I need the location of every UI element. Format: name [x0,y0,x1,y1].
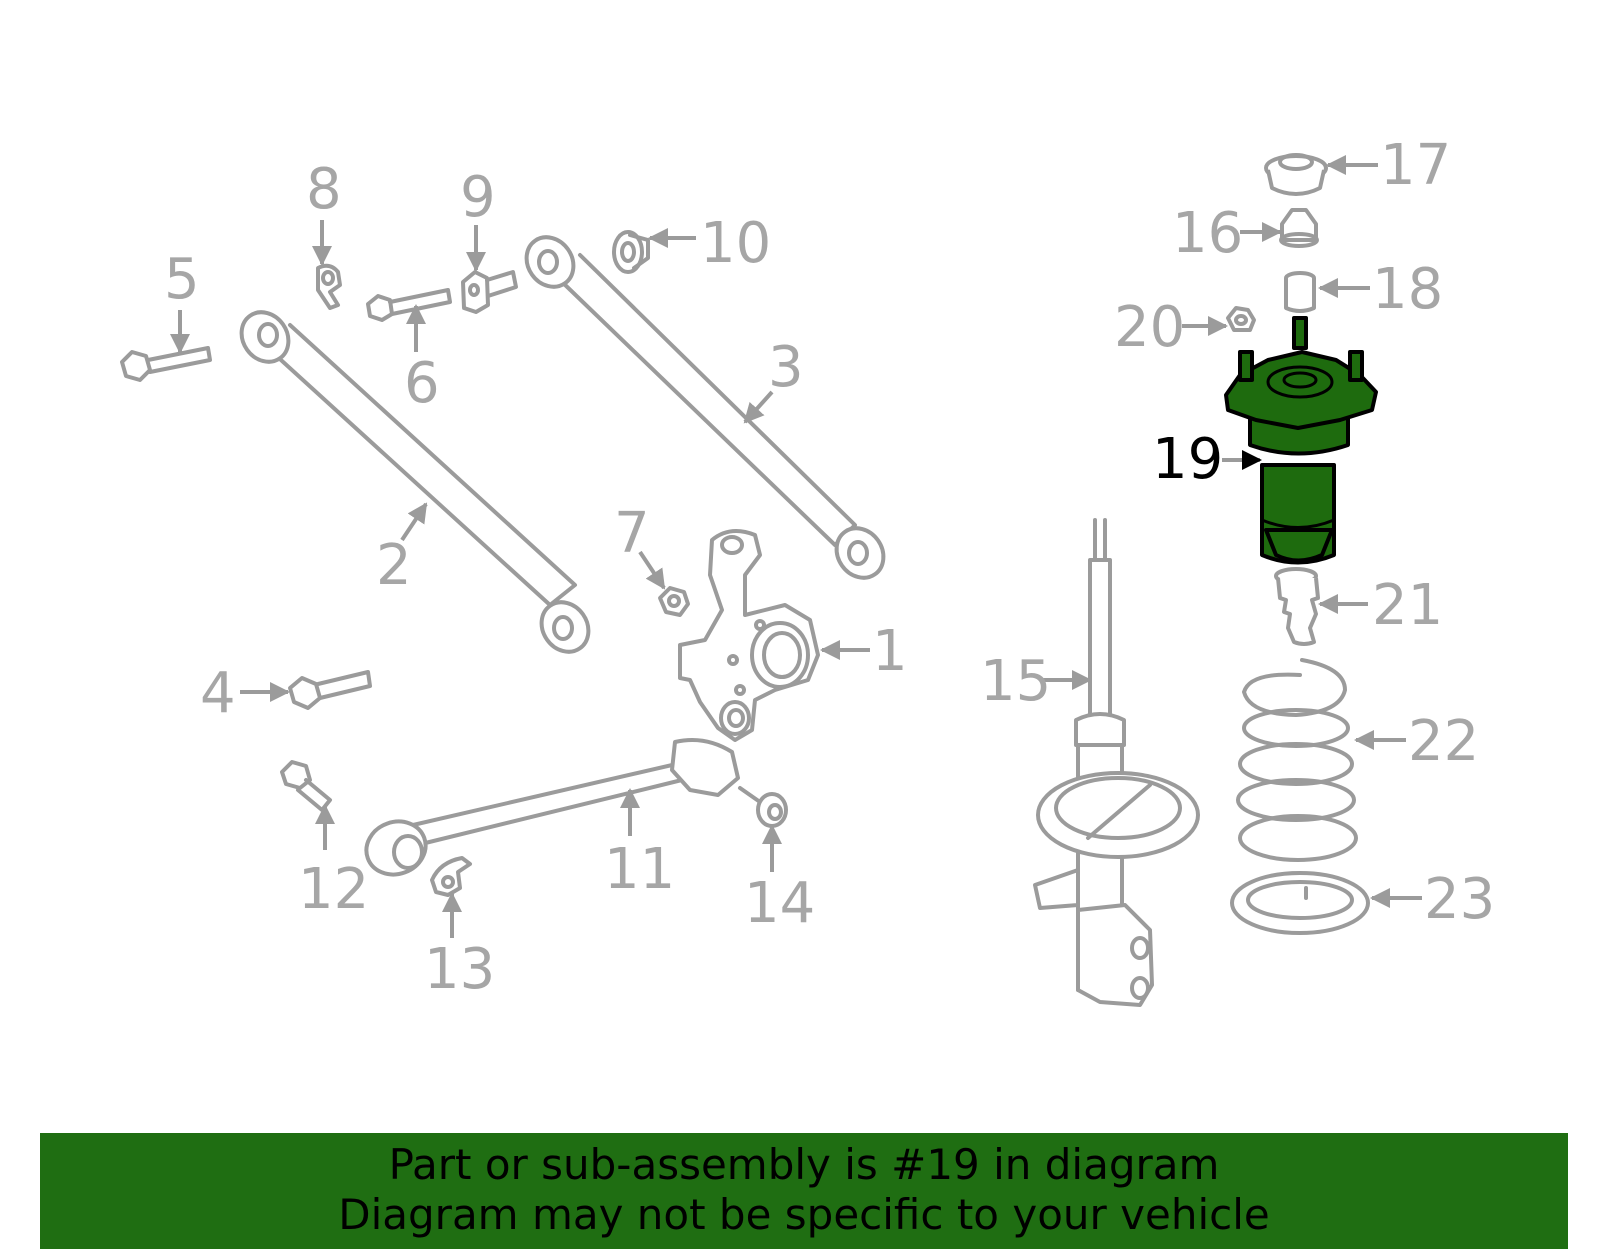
callout-7: 7 [614,501,650,566]
callout-2: 2 [376,533,412,598]
info-banner: Part or sub-assembly is #19 in diagram D… [40,1133,1568,1249]
part-23-insulator[interactable] [1230,871,1370,935]
callout-22: 22 [1408,709,1479,774]
callout-17: 17 [1380,133,1451,198]
part-21-bump-stop[interactable] [1274,567,1320,646]
part-12-bolt[interactable] [280,760,332,812]
callout-6: 6 [404,351,440,416]
part-22-spring[interactable] [1236,658,1358,862]
callout-4: 4 [200,661,236,726]
part-19-strut-mount[interactable] [1224,316,1378,565]
callout-10: 10 [700,211,771,276]
callout-18: 18 [1372,257,1443,322]
callout-19: 19 [1152,427,1223,492]
part-20-nut[interactable] [1226,306,1256,332]
callout-11: 11 [604,837,675,902]
callout-16: 16 [1172,201,1243,266]
part-14-link[interactable] [738,786,788,828]
callout-14: 14 [744,871,815,936]
part-15-strut[interactable] [1033,518,1200,1007]
callout-20: 20 [1114,295,1185,360]
part-3-control-arm[interactable] [517,228,893,587]
callout-3: 3 [768,335,804,400]
callout-labels: 1 2 3 4 5 6 7 8 9 10 11 12 13 14 15 16 1… [164,133,1495,1002]
part-18-spacer[interactable] [1284,271,1316,313]
part-6-bolt[interactable] [366,288,452,322]
part-8-clip[interactable] [316,263,342,310]
part-9-cam[interactable] [461,270,518,314]
part-16-nut[interactable] [1279,208,1319,248]
callout-8: 8 [306,157,342,222]
part-13-cam[interactable] [430,856,472,897]
callout-15: 15 [980,649,1051,714]
part-10-bushing[interactable] [612,230,650,274]
part-7-nut[interactable] [658,586,690,617]
part-17-cap[interactable] [1264,153,1328,196]
callout-21: 21 [1372,573,1443,638]
part-1-knuckle[interactable] [678,529,820,742]
part-2-control-arm[interactable] [232,303,598,661]
part-11-trailing-arm[interactable] [359,738,740,883]
callout-1: 1 [872,619,908,684]
banner-line-2: Diagram may not be specific to your vehi… [338,1190,1270,1239]
callout-13: 13 [424,937,495,1002]
leader-arrows [170,155,1422,938]
callout-12: 12 [298,857,369,922]
part-5-bolt[interactable] [120,346,212,382]
callout-9: 9 [460,165,496,230]
part-4-bolt[interactable] [288,670,372,710]
callout-5: 5 [164,247,200,312]
banner-line-1: Part or sub-assembly is #19 in diagram [388,1140,1220,1189]
callout-23: 23 [1424,867,1495,932]
